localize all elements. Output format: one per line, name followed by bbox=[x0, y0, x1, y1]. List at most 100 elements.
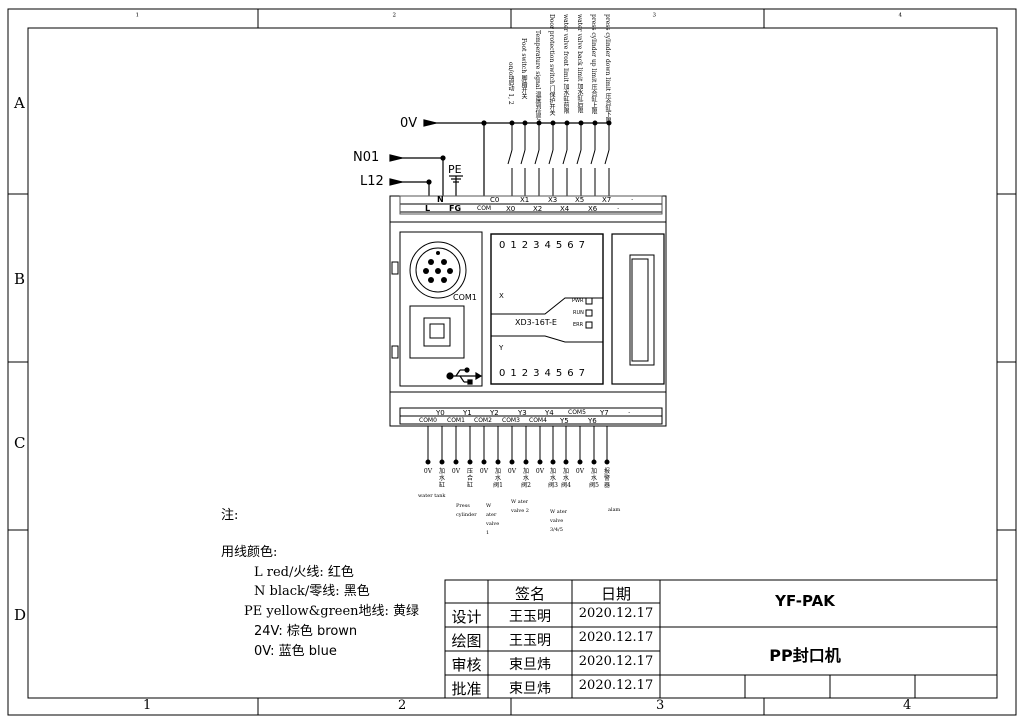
terminal-x2: X2 bbox=[533, 205, 543, 213]
input-label-1: Foot switch 脚踏开关 bbox=[520, 38, 527, 100]
notes-line-l: L red/火线: 红色 bbox=[254, 565, 354, 580]
notes-line-0v: 0V: 蓝色 blue bbox=[254, 644, 337, 659]
output-digits: 01234567 bbox=[499, 368, 590, 379]
terminal-dot-lower: · bbox=[617, 205, 620, 213]
terminal-com0: COM0 bbox=[419, 417, 437, 424]
row-label-b: B bbox=[14, 270, 26, 288]
terminal-x1: X1 bbox=[520, 196, 530, 204]
output-label-6: 0V bbox=[507, 468, 517, 475]
col-label-bottom-4: 4 bbox=[903, 698, 912, 713]
output-label-3: 压合缸 bbox=[466, 468, 473, 489]
plc-model: XD3-16T-E bbox=[515, 318, 557, 327]
col-label-top-4: 4 bbox=[898, 11, 903, 19]
led-run-label: RUN bbox=[573, 310, 584, 316]
output-label-9: 加水阀3 bbox=[548, 468, 558, 489]
col-label-top-2: 2 bbox=[392, 11, 397, 19]
terminal-com4: COM4 bbox=[529, 417, 547, 424]
n01-label: N01 bbox=[353, 150, 380, 165]
notes-line-24v: 24V: 棕色 brown bbox=[254, 624, 358, 639]
output-sub-valve-1: W ater valve 1 bbox=[486, 503, 500, 536]
tb-header-date: 日期 bbox=[600, 585, 631, 603]
tb-product: PP封口机 bbox=[769, 646, 841, 665]
terminal-y4: Y4 bbox=[545, 409, 554, 417]
output-sub-alarm: alam bbox=[608, 507, 621, 513]
output-sub-press-cylinder: Press cylinder bbox=[456, 503, 477, 518]
terminal-y6: Y6 bbox=[588, 417, 597, 425]
output-label-13: 报警器 bbox=[603, 468, 610, 489]
display-inner bbox=[491, 297, 603, 343]
tb-role-3: 批准 bbox=[451, 680, 482, 698]
col-label-bottom-1: 1 bbox=[143, 698, 152, 713]
row-label-d: D bbox=[14, 606, 27, 624]
terminal-l: L bbox=[425, 204, 431, 213]
terminal-x3: X3 bbox=[548, 196, 558, 204]
tb-name-3: 束旦炜 bbox=[509, 681, 551, 697]
notes-heading: 注: bbox=[221, 508, 239, 523]
tb-name-0: 王玉明 bbox=[509, 609, 551, 625]
zone-dividers bbox=[8, 9, 1016, 715]
terminal-x7: X7 bbox=[602, 196, 612, 204]
output-sub-valve-345: W ater valve 3/4/5 bbox=[550, 509, 568, 533]
input-label-7: press cylinder down limit 压合缸下限 bbox=[604, 14, 611, 124]
output-label-11: 0V bbox=[575, 468, 585, 475]
com-port-pins bbox=[423, 251, 453, 283]
output-wiring bbox=[425, 426, 610, 465]
input-digits: 01234567 bbox=[499, 240, 590, 251]
output-row-label: Y bbox=[499, 344, 504, 352]
output-label-0: 0V bbox=[423, 468, 433, 475]
col-label-top-3: 3 bbox=[652, 11, 657, 19]
plc-body bbox=[389, 195, 667, 427]
terminal-y3: Y3 bbox=[518, 409, 527, 417]
terminal-y0: Y0 bbox=[436, 409, 445, 417]
tb-role-0: 设计 bbox=[451, 608, 482, 626]
tb-role-2: 审核 bbox=[451, 656, 482, 674]
notes-line-n: N black/零线: 黑色 bbox=[254, 584, 370, 599]
terminal-c0: C0 bbox=[490, 196, 500, 204]
col-label-bottom-3: 3 bbox=[656, 698, 665, 713]
input-label-2: Temperature signal 温度到信号 bbox=[534, 30, 541, 122]
row-label-c: C bbox=[14, 434, 26, 452]
output-label-10: 加水阀4 bbox=[561, 468, 571, 489]
output-label-7: 加水阀2 bbox=[521, 468, 531, 489]
terminal-x6: X6 bbox=[588, 205, 598, 213]
terminal-com1: COM1 bbox=[447, 417, 465, 424]
com-port-label: COM1 bbox=[453, 293, 477, 302]
terminal-x5: X5 bbox=[575, 196, 585, 204]
tb-role-1: 绘图 bbox=[451, 632, 482, 650]
pe-label: PE bbox=[448, 163, 462, 176]
tb-date-3: 2020.12.17 bbox=[578, 678, 654, 693]
output-label-5: 加水阀1 bbox=[493, 468, 503, 489]
tb-date-2: 2020.12.17 bbox=[578, 654, 654, 669]
input-label-5: water valve back limit 加水缸后限 bbox=[576, 14, 583, 114]
input-row-label: X bbox=[499, 292, 504, 300]
terminal-dot-upper: · bbox=[631, 196, 634, 204]
terminal-y7: Y7 bbox=[600, 409, 609, 417]
tb-date-0: 2020.12.17 bbox=[578, 606, 654, 621]
output-label-12: 加水阀5 bbox=[589, 468, 599, 489]
input-label-6: press cylinder up limit 压合缸上限 bbox=[590, 14, 597, 115]
input-label-4: water valve front limit 加水缸前限 bbox=[562, 14, 569, 114]
row-label-a: A bbox=[14, 94, 25, 112]
output-sub-water-tank: water tank bbox=[418, 493, 446, 499]
tb-header-sign: 签名 bbox=[514, 585, 545, 603]
tb-name-1: 王玉明 bbox=[509, 633, 551, 649]
terminal-y5: Y5 bbox=[560, 417, 569, 425]
tb-date-1: 2020.12.17 bbox=[578, 630, 654, 645]
terminal-com3: COM3 bbox=[502, 417, 520, 424]
terminal-com: COM bbox=[477, 205, 492, 212]
terminal-y2: Y2 bbox=[490, 409, 499, 417]
input-label-3: Door protection switch 门保护开关 bbox=[548, 14, 555, 116]
terminal-com2: COM2 bbox=[474, 417, 492, 424]
terminal-x4: X4 bbox=[560, 205, 570, 213]
col-label-top-1: 1 bbox=[135, 11, 140, 19]
input-label-0: on/off启动 1, 2 bbox=[507, 62, 514, 105]
usb-icon bbox=[446, 367, 483, 385]
notes-line-pe: PE yellow&green地线: 黄绿 bbox=[244, 604, 420, 619]
tb-name-2: 束旦炜 bbox=[509, 657, 551, 673]
l12-label: L12 bbox=[360, 174, 384, 189]
led-pwr-label: PWR bbox=[572, 298, 584, 304]
title-block-grid bbox=[444, 579, 998, 699]
output-sub-valve-2: W ater valve 2 bbox=[511, 499, 529, 514]
led-err-label: ERR bbox=[573, 322, 584, 328]
